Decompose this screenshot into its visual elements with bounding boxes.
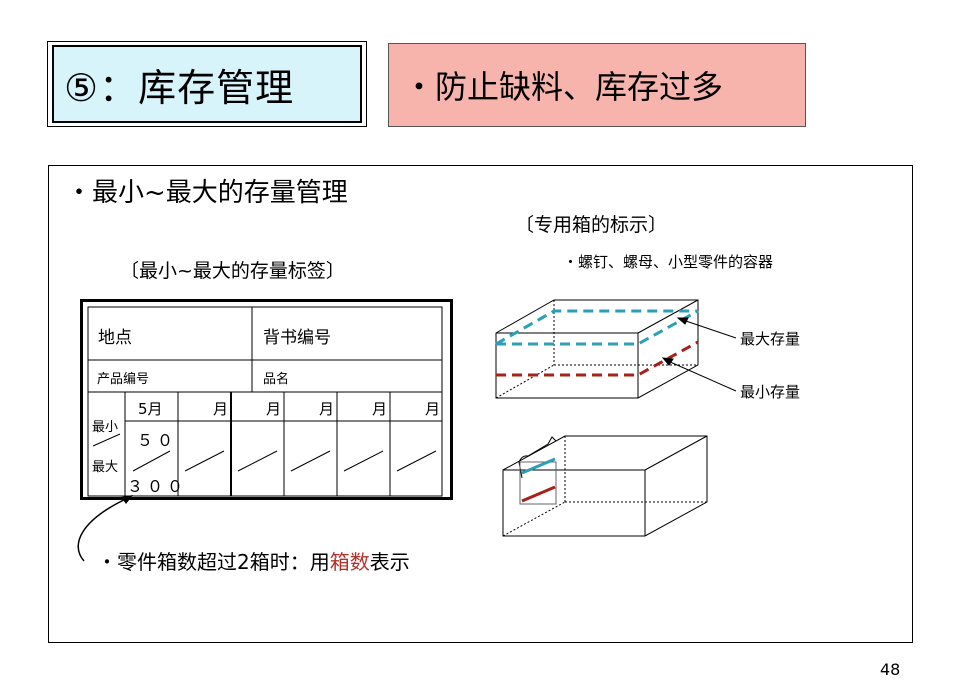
boxes-note: ・零件箱数超过2箱时：用箱数表示 [97,546,410,575]
label-caption: 〔最小~最大的存量标签〕 [120,260,345,282]
card-max-label: 最大 [92,460,119,475]
legend-min-stock: 最小存量 [740,383,801,401]
box-edge [637,299,699,334]
box-with-tag [502,435,708,537]
note-prefix: ・零件箱数超过2箱时：用 [97,550,330,574]
card-month-cell: 5月 [138,400,163,418]
card-month-cell: 月 [425,400,441,418]
card-min-label: 最小 [92,420,119,435]
min-pointer [667,360,737,392]
slide-title: ⑤：库存管理 [64,65,295,110]
card-product-name-label: 品名 [263,372,290,387]
box-hidden-edge [495,364,555,399]
legend-max-stock: 最大存量 [740,330,801,348]
card-grid [87,306,443,497]
box-caption: 〔专用箱的标示〕 [515,214,668,236]
card-back-number-label: 背书编号 [263,328,331,348]
goal-text: ・防止缺料、库存过多 [403,68,724,106]
box2-edge [644,435,708,471]
card-location-label: 地点 [98,328,132,348]
empty-slash [237,450,278,472]
note-highlight: 箱数 [329,550,370,574]
tag-card [519,461,557,505]
legend-pointers [661,317,737,392]
title-box: ⑤：库存管理 [47,41,367,127]
card-inner-border [87,306,443,497]
value-slash [132,450,171,472]
section-heading: ・最小~最大的存量管理 [66,178,348,208]
max-level-back [495,309,698,346]
note-arrow-head [121,495,133,504]
max-pointer-head [676,317,689,325]
box-with-levels [495,299,699,399]
note-suffix: 表示 [369,550,410,574]
page-number: 48 [880,660,901,679]
empty-slash [290,450,331,472]
empty-slash [343,450,384,472]
box2-hidden-edge [502,501,566,537]
min-pointer-head [661,357,674,366]
minmax-label-card [80,299,453,500]
card-month-cell: 月 [319,400,335,418]
tag-min-line [521,485,556,503]
note-arrow [77,496,131,562]
content-frame [48,165,913,643]
minmax-slash [92,433,121,447]
level-lines [495,309,699,377]
card-month-cell: 月 [213,400,229,418]
box-outline [495,299,699,399]
max-pointer [682,319,737,339]
title-panel: ⑤：库存管理 [52,45,362,123]
card-product-number-label: 产品编号 [97,372,150,387]
card-month-cell: 月 [372,400,388,418]
box-subcaption: ・螺钉、螺母、小型零件的容器 [563,253,774,271]
empty-slash [396,450,437,472]
card-min-value: ５０ [137,431,178,450]
card-max-value: ３００ [127,477,188,496]
empty-slash [184,450,225,472]
tag-hook [518,436,557,479]
tag-max-line [521,457,556,475]
goal-box: ・防止缺料、库存过多 [388,43,806,127]
card-month-cell: 月 [266,400,282,418]
box2-outline [502,435,708,537]
